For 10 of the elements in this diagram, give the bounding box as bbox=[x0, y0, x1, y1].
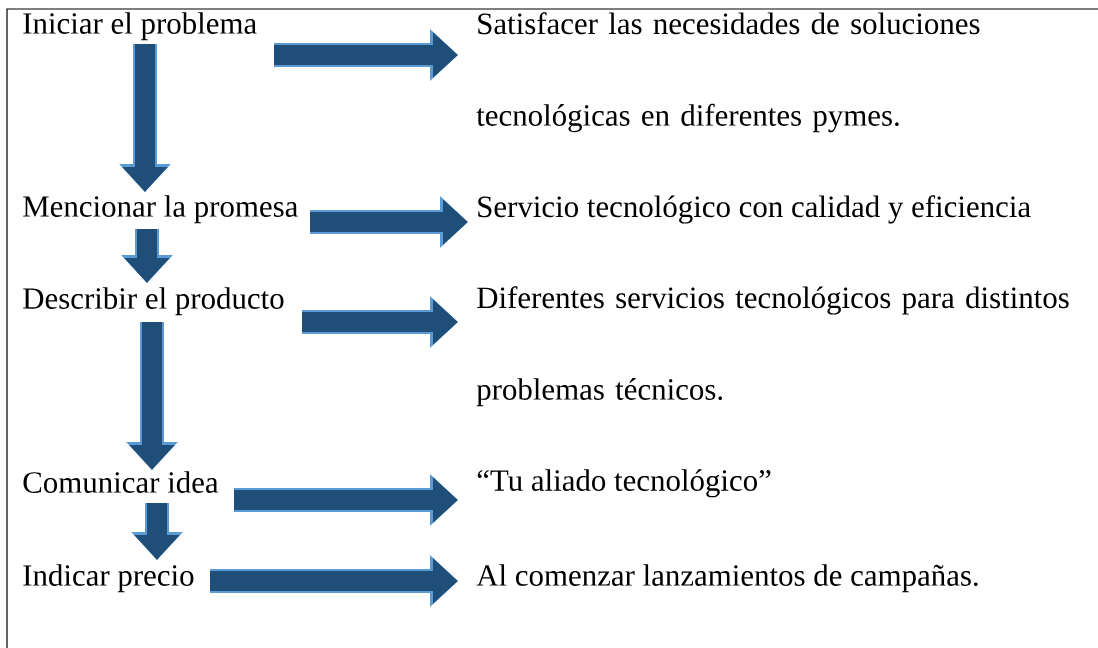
text-label: Iniciar el problema bbox=[23, 12, 257, 41]
text-label: Describir el producto bbox=[23, 287, 284, 316]
text-label: “Tu aliado tecnológico” bbox=[477, 469, 771, 498]
text-label: Al comenzar lanzamientos de campañas. bbox=[476, 564, 978, 593]
text-label: Mencionar la promesa bbox=[23, 195, 298, 224]
text-label: Comunicar idea bbox=[23, 471, 219, 493]
text-label: Diferentes servicios tecnológicos para distintos problemas técnicos. bbox=[476, 286, 1069, 407]
text-label: Servicio tecnológico con calidad y eficiencia bbox=[478, 195, 1031, 224]
text-label: Indicar precio bbox=[23, 564, 194, 593]
text-label: Satisfacer las necesidades de soluciones tecnológicas en diferentes pymes. bbox=[476, 12, 980, 133]
